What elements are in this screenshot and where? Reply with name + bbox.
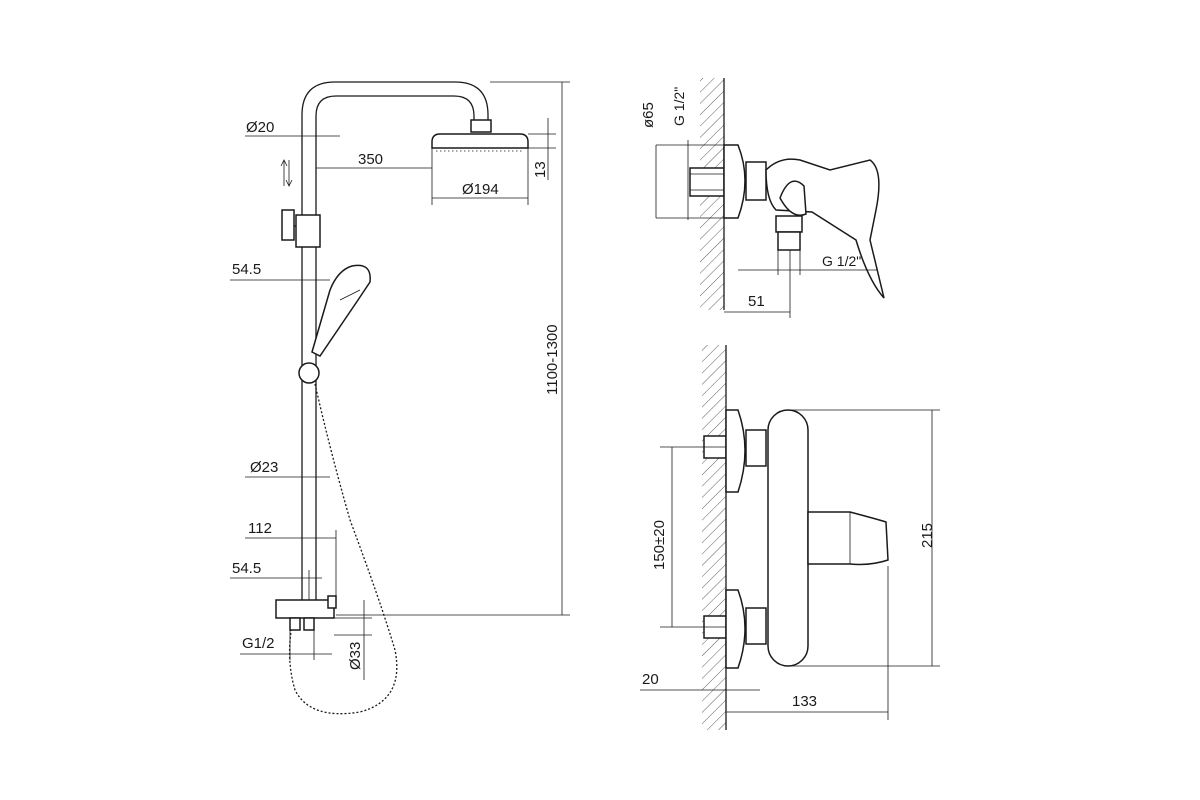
label-wall-gap: 20	[642, 671, 659, 688]
outlet-nut-left	[289, 617, 301, 631]
label-mixer-offset: 112	[248, 520, 272, 537]
head-connector	[470, 119, 492, 133]
label-outlet-thread-side: G 1/2"	[822, 253, 861, 269]
label-head-diameter: Ø194	[462, 181, 499, 198]
mixer-body-front	[767, 409, 809, 667]
label-outlet-thread: G1/2	[242, 635, 275, 652]
outlet-thread-bottom	[777, 231, 801, 251]
shower-rod-inner	[315, 95, 475, 600]
label-inlet-thread: G 1/2"	[671, 87, 687, 126]
slider-holder	[295, 214, 321, 248]
dimension-lines-top-right	[655, 140, 878, 318]
mixer-lever	[327, 595, 337, 609]
lower-flange	[725, 589, 746, 669]
mixer-side-view: ø65 G 1/2" G 1/2" 51	[640, 78, 885, 318]
label-body-depth: 133	[792, 693, 817, 710]
ball-joint	[298, 362, 320, 384]
inlet-thread	[689, 167, 725, 197]
outlet-nut-right	[303, 617, 315, 631]
mixer-bar	[275, 599, 335, 619]
slider-knob	[281, 209, 295, 241]
shower-hose	[288, 383, 398, 715]
rain-shower-head	[431, 133, 529, 149]
flange	[723, 144, 746, 219]
label-rod-diameter: Ø20	[246, 119, 274, 136]
label-pipe-diameter: Ø23	[250, 459, 278, 476]
double-arrow-icon	[280, 159, 293, 187]
label-centre-distance: 150±20	[651, 520, 668, 570]
label-head-thickness: 13	[532, 161, 549, 178]
upper-flange	[725, 409, 746, 493]
wall-hatch-bottom	[702, 345, 726, 730]
hand-shower	[311, 264, 371, 357]
dimension-lines-bottom-right	[640, 409, 940, 720]
label-arm-length: 350	[358, 151, 383, 168]
union-nut	[745, 161, 767, 201]
upper-union-nut	[745, 429, 767, 467]
outlet-fitting	[775, 215, 803, 233]
label-holder-offset: 54.5	[232, 261, 261, 278]
shower-column-view: Ø20 350 Ø194 13 1100-1300 54.5 Ø23 112 5…	[230, 81, 570, 715]
label-inlet-diameter: Ø33	[347, 642, 364, 670]
mixer-front-view: 150±20 215 20 133	[640, 345, 940, 730]
label-flange-diameter: ø65	[640, 102, 657, 128]
label-overall-height: 1100-1300	[544, 324, 561, 395]
label-outlet-projection: 51	[748, 293, 765, 310]
label-base-offset: 54.5	[232, 560, 261, 577]
lower-union-nut	[745, 607, 767, 645]
hand-shower-face	[339, 289, 361, 301]
dimension-lines-left	[230, 81, 570, 680]
label-body-height: 215	[919, 523, 936, 548]
shower-rod-outer	[301, 81, 489, 600]
diverter	[779, 180, 807, 216]
mixer-lever-front	[807, 511, 889, 566]
